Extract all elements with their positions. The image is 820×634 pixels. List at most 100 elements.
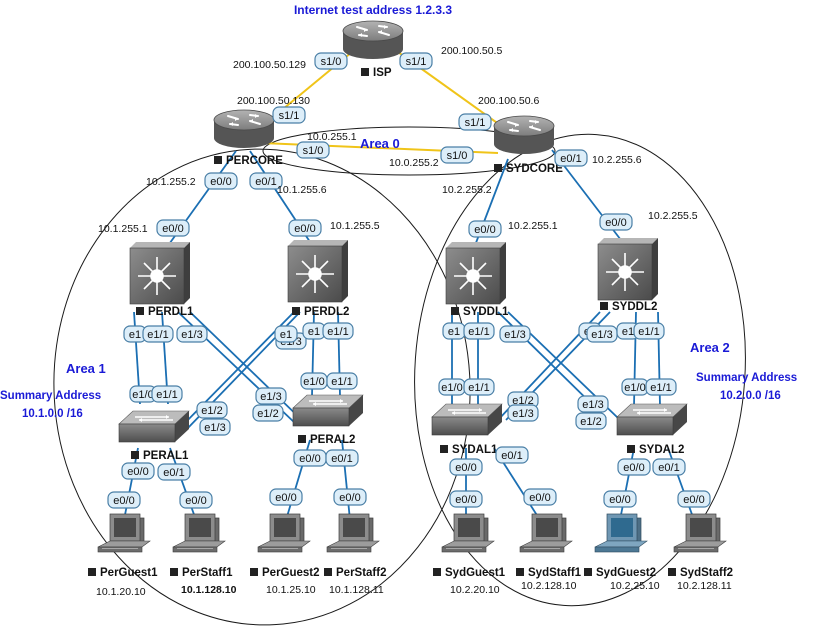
ip-percore-e01: 10.1.255.6 <box>277 184 327 196</box>
ip-sydguest2: 10.2.25.10 <box>610 580 660 592</box>
ip-sydcore-e01: 10.2.255.6 <box>592 154 642 166</box>
port-name: e1 <box>308 326 320 338</box>
device-sydal2[interactable]: SYDAL2 <box>616 403 688 456</box>
device-label: SYDAL2 <box>639 444 684 456</box>
port-badge <box>463 378 495 396</box>
port-badge <box>499 325 531 343</box>
device-syddl1[interactable]: SYDDL1 <box>445 241 509 318</box>
port-label: s1/1 <box>458 113 492 131</box>
port-name: s1/1 <box>465 117 486 129</box>
device-label: SydGuest2 <box>596 567 656 579</box>
node-marker-icon <box>88 568 96 576</box>
ip-percore-s11: 200.100.50.130 <box>237 95 310 107</box>
device-label: SydStaff1 <box>528 567 582 579</box>
area-1-summary-title: Summary Address <box>0 390 101 402</box>
node-marker-icon <box>324 568 332 576</box>
port-name: e0/1 <box>255 176 276 188</box>
node-marker-icon <box>136 307 144 315</box>
port-label: e0/0 <box>599 213 633 231</box>
node-marker-icon <box>627 445 635 453</box>
node-marker-icon <box>250 568 258 576</box>
port-label: e1/3 <box>586 325 618 343</box>
port-label: e1 <box>302 322 326 340</box>
port-badge <box>603 490 637 508</box>
computer-icon <box>257 513 311 553</box>
port-badge <box>599 213 633 231</box>
device-label: PerStaff1 <box>182 567 233 579</box>
device-peral1[interactable]: PERAL1 <box>118 410 190 462</box>
port-label: e1/1 <box>326 372 358 390</box>
host-sydstaff2[interactable]: SydStaff2 <box>668 513 733 579</box>
port-name: e1/0 <box>624 382 645 394</box>
port-name: e0/0 <box>623 462 644 474</box>
port-badge <box>677 490 711 508</box>
port-badge <box>495 446 529 464</box>
port-name: e0/0 <box>185 495 206 507</box>
device-percore[interactable]: PERCORE <box>213 109 283 167</box>
host-perstaff1[interactable]: PerStaff1 <box>170 513 233 579</box>
port-label: e0/1 <box>325 449 359 467</box>
ip-sydstaff1: 10.2.128.10 <box>521 580 577 592</box>
port-label: e0/0 <box>107 491 141 509</box>
device-label: SYDAL1 <box>452 444 498 456</box>
port-name: e0/0 <box>455 462 476 474</box>
device-perdl1[interactable]: PERDL1 <box>129 241 194 318</box>
port-badge <box>325 449 359 467</box>
device-label: PerStaff2 <box>336 567 387 579</box>
port-badge <box>652 458 686 476</box>
host-perguest1[interactable]: PerGuest1 <box>88 513 158 579</box>
area-2-summary-title: Summary Address <box>696 372 797 384</box>
device-label: PERDL2 <box>304 306 349 318</box>
port-name: e1 <box>280 329 292 341</box>
port-badge <box>151 385 183 403</box>
port-badge <box>523 488 557 506</box>
node-marker-icon <box>433 568 441 576</box>
device-sydal1[interactable]: SYDAL1 <box>431 403 503 456</box>
host-sydguest1[interactable]: SydGuest1 <box>433 513 506 579</box>
device-sydcore[interactable]: SYDCORE <box>493 115 563 175</box>
host-perstaff2[interactable]: PerStaff2 <box>324 513 387 579</box>
port-badge <box>314 52 348 70</box>
port-name: e1/3 <box>504 329 525 341</box>
device-label: SYDDL2 <box>612 301 657 313</box>
device-label: SYDDL1 <box>463 306 509 318</box>
port-label: e1/2 <box>196 401 228 419</box>
port-name: e1/1 <box>327 326 348 338</box>
port-badge <box>269 488 303 506</box>
port-badge <box>121 462 155 480</box>
port-label: e0/1 <box>554 149 588 167</box>
port-label: e1/0 <box>300 372 328 390</box>
device-peral2[interactable]: PERAL2 <box>292 394 364 446</box>
computer-icon <box>326 513 380 553</box>
ip-perstaff2: 10.1.128.11 <box>329 584 384 596</box>
device-perdl2[interactable]: PERDL2 <box>287 239 349 318</box>
layer3-switch-icon <box>287 239 349 303</box>
computer-icon <box>673 513 727 553</box>
node-marker-icon <box>584 568 592 576</box>
node-marker-icon <box>131 451 139 459</box>
device-isp[interactable]: ISP <box>342 20 404 79</box>
host-perguest2[interactable]: PerGuest2 <box>250 513 320 579</box>
port-name: e1/1 <box>638 326 659 338</box>
ip-percore-e00: 10.1.255.2 <box>146 176 196 188</box>
port-label: e1/1 <box>633 322 665 340</box>
port-name: e1 <box>622 326 634 338</box>
device-syddl2[interactable]: SYDDL2 <box>597 237 659 313</box>
ip-perdl1-e00: 10.1.255.1 <box>98 223 148 235</box>
computer-icon <box>519 513 573 553</box>
host-sydguest2[interactable]: SydGuest2 <box>584 513 656 579</box>
host-sydstaff1[interactable]: SydStaff1 <box>516 513 582 579</box>
ip-percore-s10: 10.0.255.1 <box>307 131 357 143</box>
switch-icon <box>118 410 190 443</box>
device-label: PERAL2 <box>310 434 355 446</box>
port-name: e1/3 <box>260 391 281 403</box>
port-badge <box>458 113 492 131</box>
ip-syddl2-e00: 10.2.255.5 <box>648 210 698 222</box>
port-badge <box>507 404 539 422</box>
port-label: e1/1 <box>645 378 677 396</box>
port-label: e0/0 <box>677 490 711 508</box>
port-label: e1/1 <box>142 325 174 343</box>
port-label: e1 <box>442 322 466 340</box>
router-icon <box>493 115 555 155</box>
